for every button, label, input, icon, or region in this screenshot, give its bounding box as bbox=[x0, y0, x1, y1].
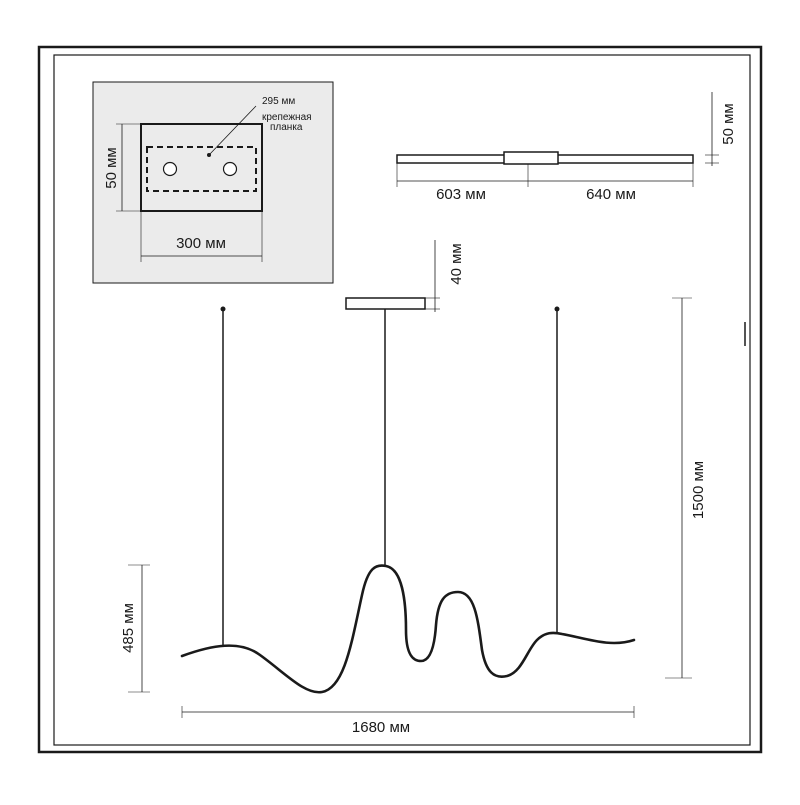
drop-length-label: 1500 мм bbox=[690, 461, 707, 519]
canopy-height-label: 40 мм bbox=[448, 243, 465, 284]
bracket-name-line1: крепежная bbox=[262, 112, 312, 123]
top-height-label: 50 мм bbox=[720, 103, 737, 144]
screw-hole-right bbox=[222, 161, 238, 177]
plate-width-label: 300 мм bbox=[176, 235, 226, 252]
total-width-label: 1680 мм bbox=[352, 719, 410, 736]
wave-luminaire bbox=[180, 564, 636, 694]
front-view: 40 мм 1500 мм 485 мм 1680 мм bbox=[120, 240, 707, 736]
fixture-canopy bbox=[503, 151, 559, 165]
outer-frame bbox=[37, 45, 763, 754]
mount-plate bbox=[140, 123, 263, 212]
screw-hole-left bbox=[162, 161, 178, 177]
bracket-length-label: 295 мм bbox=[262, 96, 295, 107]
bracket-name-line2: планка bbox=[270, 122, 303, 133]
top-right-length-label: 640 мм bbox=[586, 186, 636, 203]
mount-plate-inset: 295 мм крепежная планка 50 мм 300 мм bbox=[92, 81, 334, 284]
ceiling-canopy bbox=[345, 297, 426, 310]
plate-height-label: 50 мм bbox=[103, 147, 120, 188]
mounting-bracket bbox=[146, 146, 257, 192]
wave-height-label: 485 мм bbox=[120, 603, 137, 653]
leader-line bbox=[208, 105, 257, 156]
top-view: 603 мм 640 мм 50 мм bbox=[396, 92, 737, 203]
top-left-length-label: 603 мм bbox=[436, 186, 486, 203]
inner-frame bbox=[53, 54, 751, 746]
